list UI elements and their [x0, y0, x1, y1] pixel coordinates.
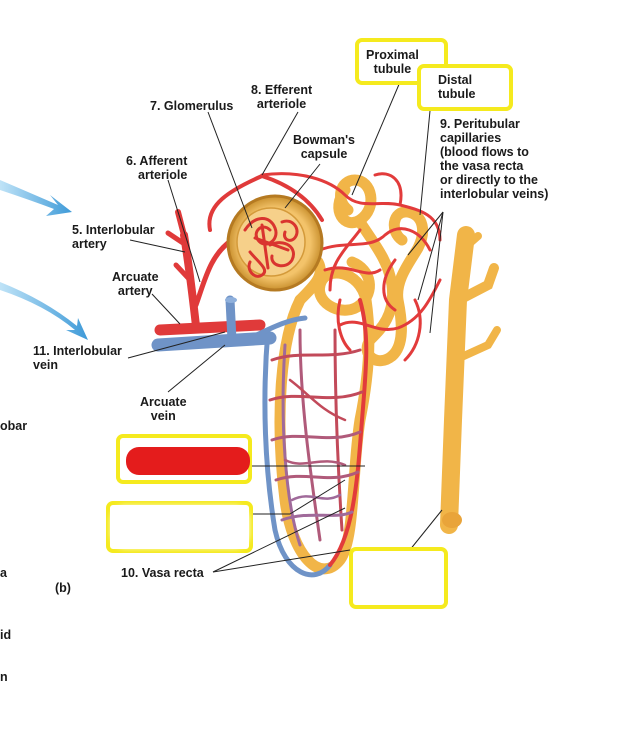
redacted-answer-red — [126, 447, 250, 475]
highlight-box-blank-answer-2[interactable] — [349, 547, 448, 609]
label-glomerulus: 7. Glomerulus — [150, 99, 234, 113]
collecting-duct — [440, 226, 501, 534]
label-vasa-recta: 10. Vasa recta — [121, 566, 204, 580]
venous-system — [151, 295, 308, 352]
redacted-answer-white — [115, 510, 245, 544]
label-efferent-arteriole: 8. Efferent arteriole — [251, 83, 313, 111]
fragment-a: a — [0, 566, 7, 580]
arrow-lower — [0, 282, 88, 340]
label-proximal-tubule: Proximal tubule — [366, 48, 419, 76]
label-bowmans-capsule: Bowman's capsule — [293, 133, 356, 161]
fragment-id: id — [0, 628, 12, 642]
label-interlobular-vein: 11. Interlobular vein — [33, 344, 122, 372]
label-distal-tubule: Distal tubule — [438, 73, 476, 101]
highlight-box-distal-tubule[interactable] — [417, 64, 513, 111]
vein-opening — [225, 297, 237, 303]
label-arcuate-artery: Arcuate artery — [112, 270, 159, 298]
label-arcuate-vein: Arcuate vein — [140, 395, 187, 423]
label-panel-b: (b) — [55, 581, 71, 595]
label-interlobular-artery: 5. Interlobular artery — [72, 223, 155, 251]
fragment-obar: obar — [0, 419, 28, 433]
label-afferent-arteriole: 6. Afferent arteriole — [126, 154, 188, 182]
fragment-n: n — [0, 670, 8, 684]
duct-opening — [442, 512, 462, 528]
vasa-recta-network — [262, 298, 369, 578]
renal-corpuscle — [226, 194, 324, 292]
label-peritubular-capillaries: 9. Peritubular capillaries (blood flows … — [440, 117, 549, 201]
leader-lines — [127, 81, 444, 573]
arrow-upper — [0, 180, 72, 216]
